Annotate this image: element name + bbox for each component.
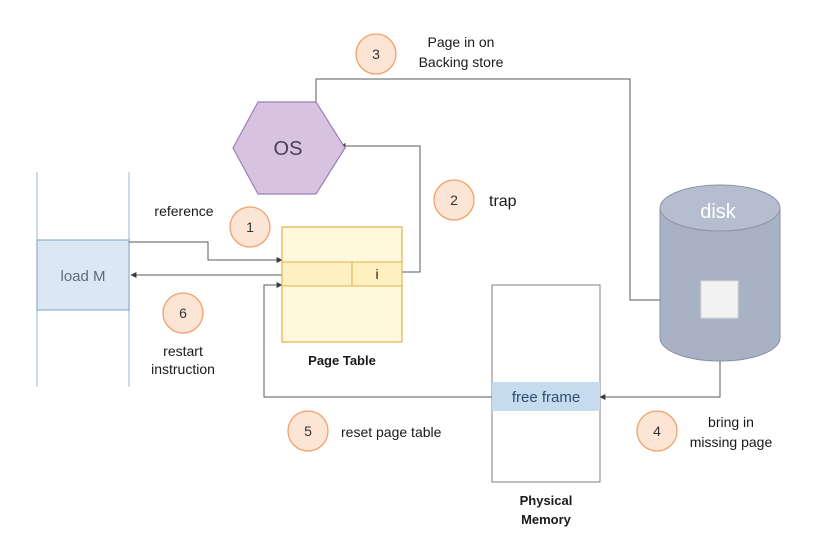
step-5: 5 reset page table — [287, 410, 442, 452]
step-2-number: 2 — [450, 192, 458, 208]
reference-arrow — [129, 241, 283, 263]
page-table-caption: Page Table — [308, 353, 376, 368]
physical-memory-caption-line1: Physical — [520, 493, 573, 508]
step-6-label-line2: instruction — [151, 361, 215, 377]
process-instruction-box: load M — [36, 239, 130, 311]
step-2-label: trap — [489, 193, 517, 210]
disk-page-block — [700, 280, 739, 319]
trap-arrow — [339, 143, 421, 273]
os-label: OS — [274, 138, 303, 160]
disk-top — [659, 184, 781, 232]
step-3-label-line1: Page in on — [428, 34, 495, 50]
step-6-circle — [162, 292, 204, 334]
page-in-arrow — [315, 78, 705, 303]
disk-node: disk — [659, 184, 781, 362]
step-4: 4 bring in missing page — [636, 410, 773, 452]
step-4-number: 4 — [653, 423, 661, 439]
physical-memory: free frame Physical Memory — [491, 284, 601, 527]
free-frame-label: free frame — [512, 389, 580, 406]
step-1: 1 reference — [154, 203, 271, 248]
reset-table-arrow — [263, 282, 492, 398]
page-table-entry — [281, 261, 403, 287]
page-table: i Page Table — [281, 226, 403, 368]
step-1-label: reference — [154, 203, 213, 219]
step-5-circle — [287, 410, 329, 452]
os-node: OS — [232, 101, 346, 195]
step-6-label-line1: restart — [163, 343, 203, 359]
step-6: 6 restart instruction — [151, 292, 215, 377]
step-2: 2 trap — [433, 179, 517, 221]
step-4-circle — [636, 410, 678, 452]
step-2-circle — [433, 179, 475, 221]
step-1-number: 1 — [246, 219, 254, 235]
instruction-box-shape — [36, 239, 130, 311]
step-5-number: 5 — [304, 423, 312, 439]
os-hexagon-shape — [232, 101, 346, 195]
step-4-label-line2: missing page — [690, 434, 773, 450]
disk-label: disk — [700, 201, 737, 223]
step-3: 3 Page in on Backing store — [355, 33, 504, 75]
instruction-label: load M — [60, 268, 105, 285]
step-1-circle — [229, 206, 271, 248]
step-5-label: reset page table — [341, 424, 442, 440]
step-4-label-line1: bring in — [708, 414, 754, 430]
step-3-label-line2: Backing store — [419, 54, 504, 70]
step-6-number: 6 — [179, 305, 187, 321]
valid-invalid-bit: i — [375, 266, 378, 282]
physical-memory-caption-line2: Memory — [521, 512, 572, 527]
step-3-number: 3 — [372, 46, 380, 62]
step-3-circle — [355, 33, 397, 75]
free-frame-slot — [492, 382, 600, 411]
